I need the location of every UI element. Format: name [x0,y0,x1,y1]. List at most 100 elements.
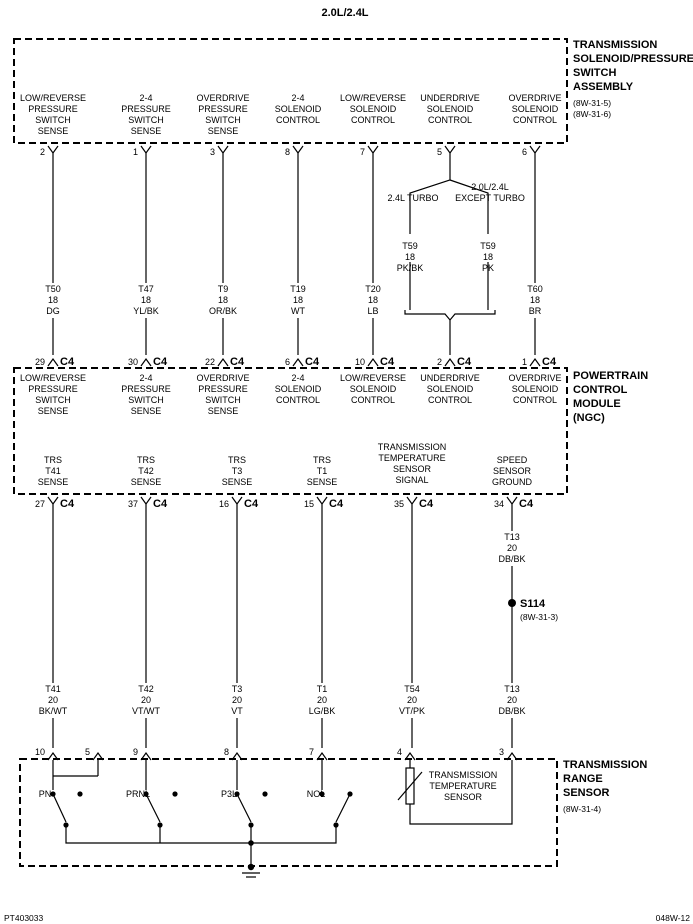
pcm-connector-label: C4 [419,498,434,510]
pcm-connector-label: C4 [329,498,344,510]
pcm-bottom-label: SENSE [222,477,253,487]
pcm-top-label: 2-4 [291,373,304,383]
pcm-bottom-label: TRS [137,455,155,465]
wire-gauge: 18 [530,295,540,305]
pcm-connector-label: C4 [153,356,168,368]
terminal-symbol [140,145,152,155]
pcm-top-label: UNDERDRIVE [420,373,480,383]
terminal-symbol [292,357,304,367]
static-wiring [50,153,513,878]
range-sensor-pin-number: 7 [309,747,314,757]
split-label-except-turbo: EXCEPT TURBO [455,193,525,203]
range-sensor-pin-number: 4 [397,747,402,757]
solenoid-pin-number: 1 [133,147,138,157]
pcm-connector-label: C4 [380,356,395,368]
range-switch-label: NOL [307,789,326,799]
pcm-top-label: 2-4 [139,373,152,383]
pcm-title: MODULE [573,398,621,410]
pcm-connector-label: C4 [519,498,534,510]
solenoid-pin-number: 3 [210,147,215,157]
terminal-symbol [231,496,243,506]
terminal-symbol [231,751,243,761]
terminal-symbol [529,357,541,367]
solenoid-terminal-label: LOW/REVERSE [20,93,86,103]
pcm-top-label: LOW/REVERSE [340,373,406,383]
solenoid-pin-number: 6 [522,147,527,157]
solenoid-terminal-label: SENSE [38,126,69,136]
pcm-bottom-label: TRS [44,455,62,465]
pcm-top-label: SOLENOID [512,384,559,394]
wire-code: T19 [290,284,306,294]
pcm-top-label: SENSE [38,406,69,416]
wire-gauge: 18 [368,295,378,305]
wire-gauge: 18 [293,295,303,305]
pcm-top-label: CONTROL [428,395,472,405]
range-sensor-pin-number: 10 [35,747,45,757]
pcm-bottom-label: SENSE [131,477,162,487]
pcm-top-label: SWITCH [35,395,71,405]
pcm-top-pin-number: 10 [355,357,365,367]
terminal-symbol [406,496,418,506]
pcm-bottom-label: T3 [232,466,243,476]
wire-gauge: 20 [48,695,58,705]
solenoid-pin-number: 5 [437,147,442,157]
pcm-bottom-label: TEMPERATURE [378,453,445,463]
pcm-connector-label: C4 [457,356,472,368]
pcm-connector-label: C4 [305,356,320,368]
solenoid-assembly-title: ASSEMBLY [573,81,634,93]
wire-gauge: 20 [507,543,517,553]
pcm-top-label: PRESSURE [121,384,171,394]
pcm-bottom-label: GROUND [492,477,532,487]
range-sensor-pin-number: 3 [499,747,504,757]
wire-gauge: 20 [407,695,417,705]
wire-color: DB/BK [498,554,525,564]
pcm-bottom-pin-number: 37 [128,499,138,509]
pcm-top-pin-number: 6 [285,357,290,367]
terminal-symbol [316,496,328,506]
range-switch-label: P3L [221,789,237,799]
pcm-top-label: PRESSURE [28,384,78,394]
splice-name: S114 [520,598,546,610]
wire-gauge: 18 [405,252,415,262]
wire-gauge: 18 [218,295,228,305]
pcm-top-label: OVERDRIVE [196,373,249,383]
terminal-symbol [404,751,416,761]
dynamic-labels: LOW/REVERSEPRESSURESWITCHSENSE22-4PRESSU… [4,39,693,923]
wire-gauge: 18 [483,252,493,262]
wire-color: LG/BK [309,706,336,716]
pcm-top-pin-number: 1 [522,357,527,367]
wire-color: VT/PK [399,706,425,716]
solenoid-assembly-ref: (8W-31-5) [573,98,611,108]
terminal-symbol [316,751,328,761]
wire-color: WT [291,306,305,316]
solenoid-terminal-label: SOLENOID [275,104,322,114]
solenoid-terminal-label: 2-4 [291,93,304,103]
pcm-bottom-label: T41 [45,466,61,476]
pcm-title: CONTROL [573,384,628,396]
solenoid-terminal-label: OVERDRIVE [508,93,561,103]
terminal-symbol [47,357,59,367]
pcm-connector-label: C4 [244,498,259,510]
wire-color: PK [482,263,494,273]
pcm-top-label: PRESSURE [198,384,248,394]
range-sensor-ref: (8W-31-4) [563,804,601,814]
pcm-top-label: SWITCH [128,395,164,405]
pcm-top-label: CONTROL [351,395,395,405]
pcm-box [13,367,568,495]
temperature-sensor-label: TRANSMISSION [429,770,498,780]
wire-code: T59 [480,241,496,251]
terminal-symbol [217,145,229,155]
pcm-top-label: SENSE [131,406,162,416]
pcm-bottom-label: SENSOR [493,466,532,476]
pcm-bottom-pin-number: 34 [494,499,504,509]
pcm-top-label: LOW/REVERSE [20,373,86,383]
wire-gauge: 20 [141,695,151,705]
solenoid-terminal-label: CONTROL [351,115,395,125]
pcm-bottom-label: SENSOR [393,464,432,474]
terminal-symbol [367,145,379,155]
terminal-symbol [444,145,456,155]
pcm-top-label: SWITCH [205,395,241,405]
range-sensor-title: SENSOR [563,787,610,799]
pcm-bottom-label: SENSE [38,477,69,487]
